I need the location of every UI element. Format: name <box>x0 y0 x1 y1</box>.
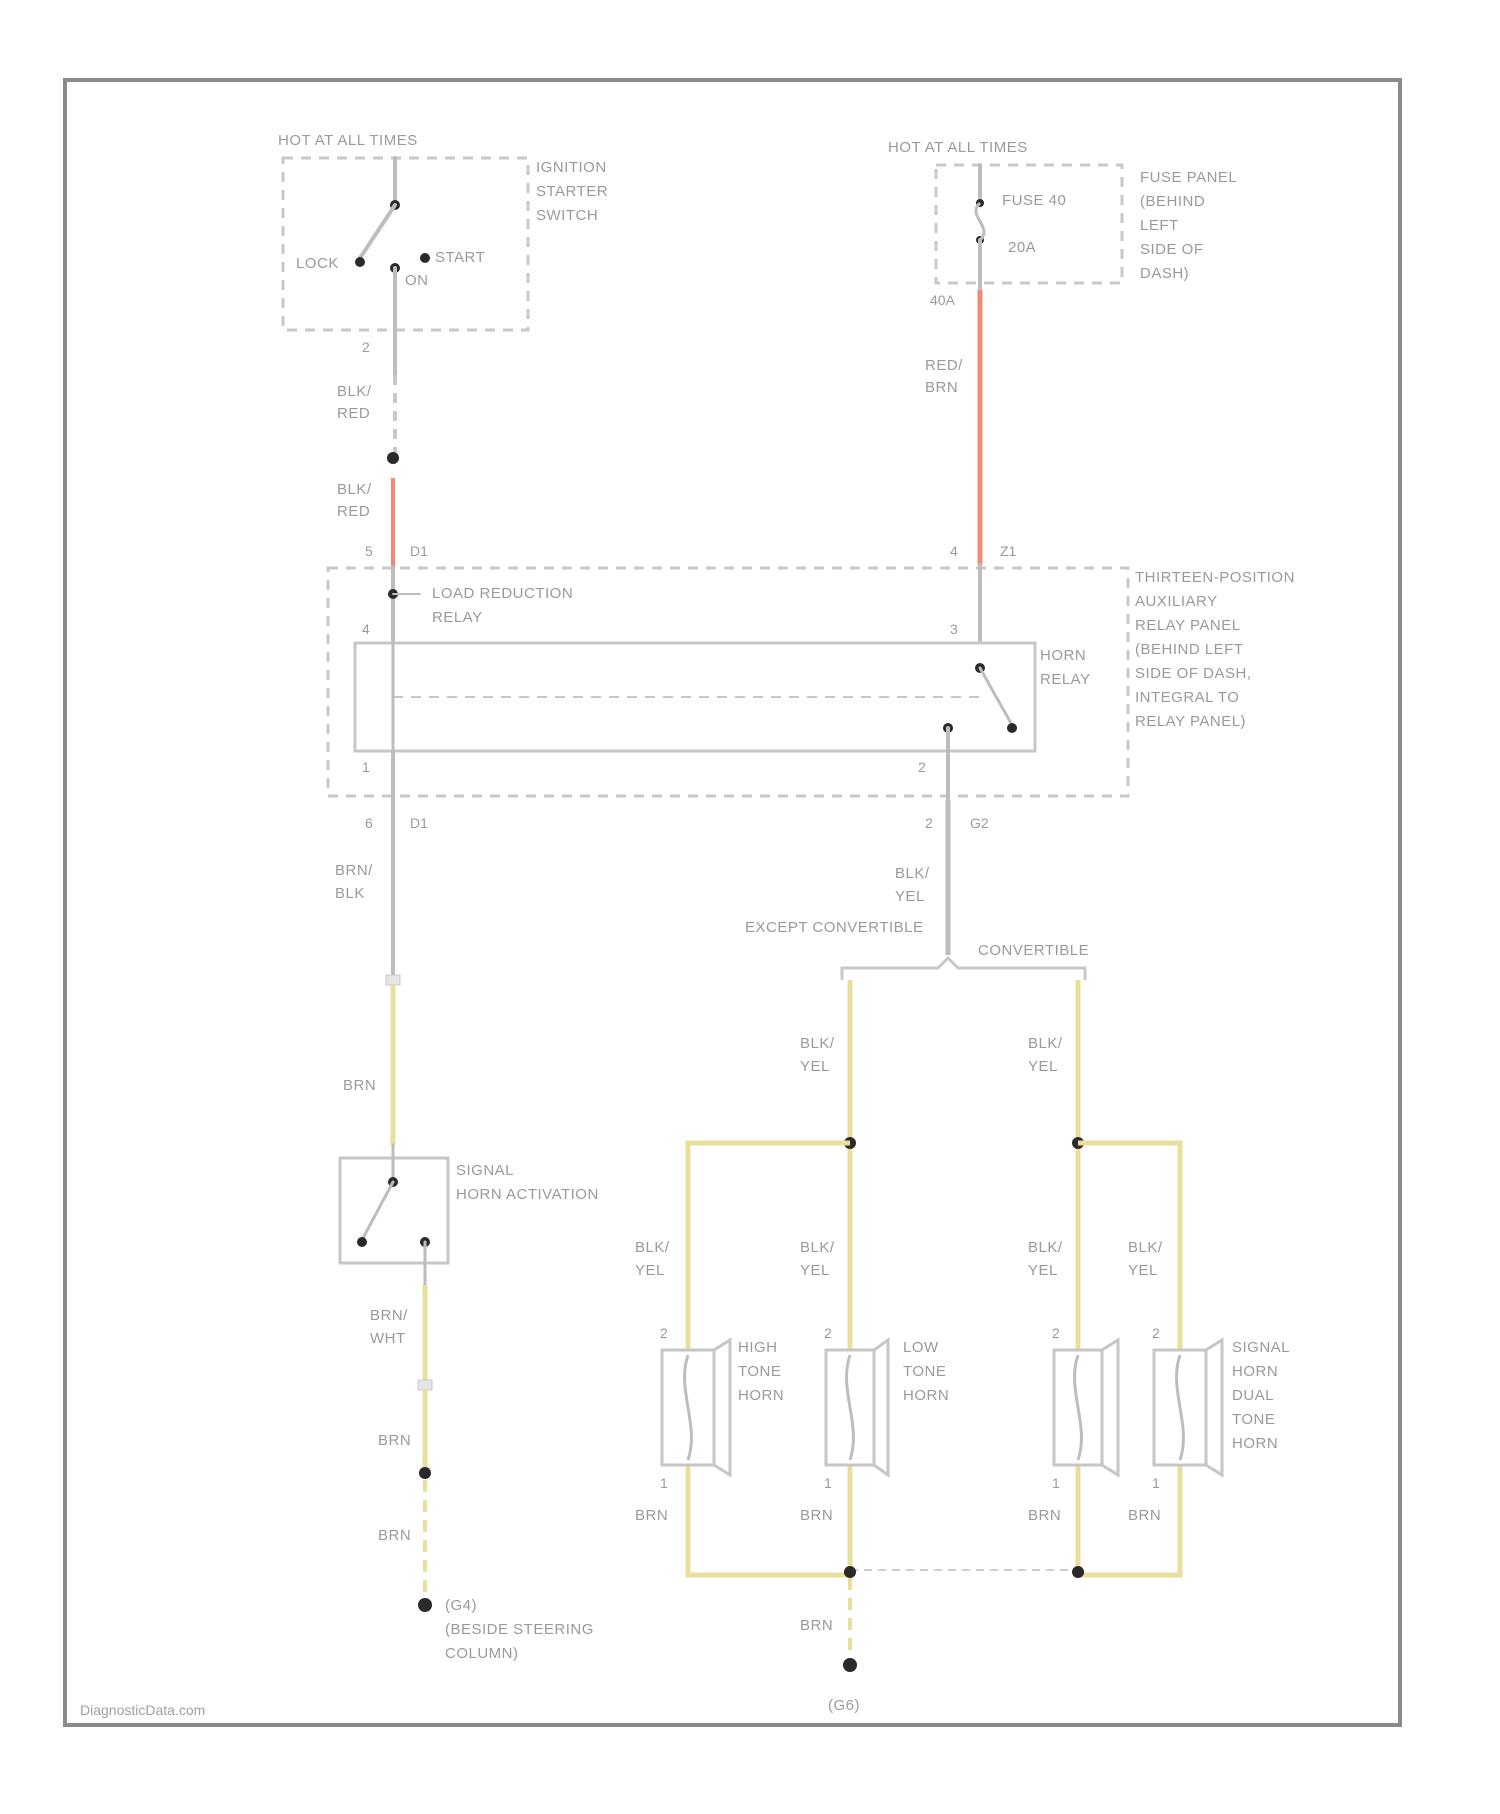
convertible-horn-1: 2 1 <box>1052 1325 1118 1491</box>
svg-text:4: 4 <box>362 621 370 637</box>
fuse-rating-label: 20A <box>1008 239 1036 256</box>
fuse-panel-name: FUSE PANEL (BEHIND LEFT SIDE OF DASH) <box>1140 169 1241 282</box>
wire-label-blk-yel-a: BLK/ YEL <box>800 1035 839 1075</box>
svg-text:4: 4 <box>950 543 958 559</box>
load-reduction-relay-label: LOAD REDUCTION RELAY <box>432 585 578 626</box>
ignition-start-label: START <box>435 249 485 266</box>
svg-text:2: 2 <box>824 1325 832 1341</box>
wire-label-blk-yel-f: BLK/ YEL <box>1128 1239 1167 1279</box>
diagram-frame <box>65 80 1400 1725</box>
high-tone-horn-label: HIGH TONE HORN <box>738 1339 786 1404</box>
wire-label-blk-yel-d: BLK/ YEL <box>800 1239 839 1279</box>
fuse-pin-label: 40A <box>930 292 956 308</box>
signal-horn-dual-tone-horn: 2 1 SIGNAL HORN DUAL TONE HORN <box>1152 1325 1294 1491</box>
svg-text:G2: G2 <box>970 815 989 831</box>
ignition-lock-label: LOCK <box>296 255 339 272</box>
wire-label-blk-yel-main: BLK/ YEL <box>895 865 934 905</box>
fuse-box <box>936 165 1122 283</box>
relay-panel: 5 D1 4 Z1 LOAD REDUCTION RELAY 4 3 HORN … <box>328 543 1300 831</box>
svg-text:2: 2 <box>918 759 926 775</box>
svg-text:2: 2 <box>1152 1325 1160 1341</box>
svg-text:D1: D1 <box>410 815 428 831</box>
wire-label-blk-yel-e: BLK/ YEL <box>1028 1239 1067 1279</box>
ignition-pin-label: 2 <box>362 339 370 355</box>
horn-relay-label: HORN RELAY <box>1040 647 1091 688</box>
svg-text:D1: D1 <box>410 543 428 559</box>
ground-g4-label: (G4) (BESIDE STEERING COLUMN) <box>445 1597 599 1662</box>
wire-label-brn-h3: BRN <box>1028 1507 1061 1524</box>
wire-label-blk-yel-b: BLK/ YEL <box>1028 1035 1067 1075</box>
svg-text:2: 2 <box>660 1325 668 1341</box>
relay-panel-name: THIRTEEN-POSITION AUXILIARY RELAY PANEL … <box>1135 569 1300 730</box>
wire-label-red-brn: RED/ BRN <box>925 357 968 396</box>
fuse-hot-label: HOT AT ALL TIMES <box>888 139 1028 156</box>
svg-text:1: 1 <box>1152 1475 1160 1491</box>
svg-text:2: 2 <box>1052 1325 1060 1341</box>
ignition-switch-name: IGNITION STARTER SWITCH <box>536 159 613 224</box>
right-horn-circuit: BLK/ YEL EXCEPT CONVERTIBLE CONVERTIBLE … <box>635 800 1294 1714</box>
fuse-name-label: FUSE 40 <box>1002 192 1066 209</box>
svg-text:1: 1 <box>660 1475 668 1491</box>
variant-except-convertible: EXCEPT CONVERTIBLE <box>745 919 924 936</box>
wire-label-brn-h4: BRN <box>1128 1507 1161 1524</box>
wire-label-brn-h2: BRN <box>800 1507 833 1524</box>
footer-watermark: DiagnosticData.com <box>80 1702 205 1718</box>
ignition-on-label: ON <box>405 272 429 289</box>
ignition-hot-label: HOT AT ALL TIMES <box>278 132 418 149</box>
svg-text:5: 5 <box>365 543 373 559</box>
signal-horn-activation-label: SIGNAL HORN ACTIVATION <box>456 1162 599 1203</box>
svg-text:6: 6 <box>365 815 373 831</box>
svg-text:1: 1 <box>1052 1475 1060 1491</box>
svg-text:1: 1 <box>824 1475 832 1491</box>
right-feed-wire: RED/ BRN <box>925 290 980 565</box>
wire-label-blk-yel-c: BLK/ YEL <box>635 1239 674 1279</box>
ground-g6-icon <box>843 1658 857 1672</box>
wire-label-brn-2: BRN <box>378 1432 411 1449</box>
wire-label-brn-ground: BRN <box>800 1617 833 1634</box>
dual-tone-horn-label: SIGNAL HORN DUAL TONE HORN <box>1232 1339 1294 1452</box>
left-horn-circuit: BRN/ BLK BRN SIGNAL HORN ACTIVATION BRN/… <box>335 800 599 1662</box>
ground-g4-icon <box>418 1598 432 1612</box>
svg-text:1: 1 <box>362 759 370 775</box>
low-tone-horn-label: LOW TONE HORN <box>903 1339 951 1404</box>
ground-g6-label: (G6) <box>828 1697 860 1714</box>
ignition-switch-box <box>283 158 528 330</box>
ignition-switch: HOT AT ALL TIMES IGNITION STARTER SWITCH… <box>278 132 613 355</box>
left-feed-wire: BLK/ RED BLK/ RED <box>337 340 399 568</box>
svg-text:2: 2 <box>925 815 933 831</box>
wire-label-blk-red-2: BLK/ RED <box>337 481 376 520</box>
fuse-panel: HOT AT ALL TIMES FUSE 40 20A 40A FUSE PA… <box>888 139 1241 308</box>
high-tone-horn: 2 1 HIGH TONE HORN <box>660 1325 786 1491</box>
wire-label-brn-wht: BRN/ WHT <box>370 1307 413 1347</box>
relay-panel-box <box>328 568 1128 796</box>
wire-label-brn-blk: BRN/ BLK <box>335 862 378 902</box>
wire-label-brn-3: BRN <box>378 1527 411 1544</box>
wire-label-blk-red-1: BLK/ RED <box>337 383 376 422</box>
wire-label-brn-1: BRN <box>343 1077 376 1094</box>
svg-text:3: 3 <box>950 621 958 637</box>
svg-text:Z1: Z1 <box>1000 543 1017 559</box>
wire-label-brn-h1: BRN <box>635 1507 668 1524</box>
variant-convertible: CONVERTIBLE <box>978 942 1089 959</box>
low-tone-horn: 2 1 LOW TONE HORN <box>824 1325 951 1491</box>
